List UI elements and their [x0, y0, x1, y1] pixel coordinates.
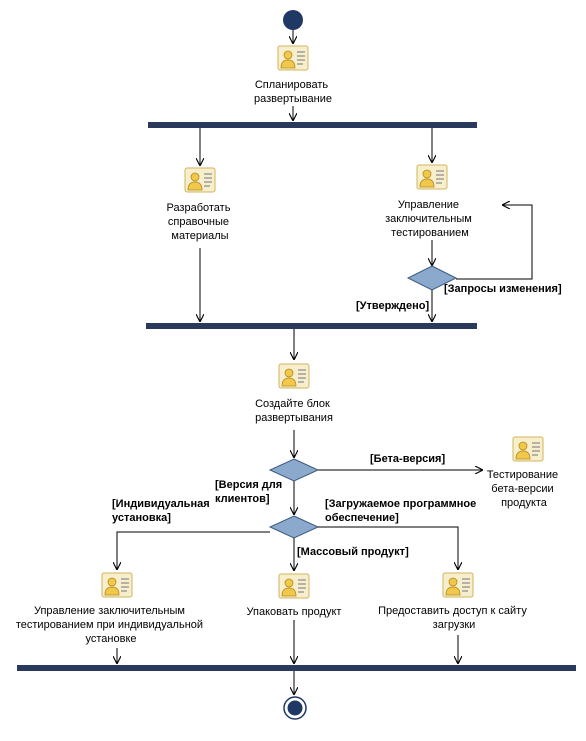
- user-task-icon: [512, 436, 544, 462]
- user-task-icon: [277, 45, 309, 71]
- user-task-icon: [416, 164, 448, 190]
- final-node-core: [287, 700, 303, 716]
- user-task-icon: [278, 573, 310, 599]
- guard-client-version: [Версия для клиентов]: [215, 479, 285, 505]
- join-bar-1: [146, 323, 477, 329]
- fork-bar-1: [148, 122, 477, 128]
- guard-mass-product: [Массовый продукт]: [297, 546, 409, 558]
- action-create-block-label: Создайте блок развертывания: [255, 398, 333, 424]
- decision-distribution: [268, 515, 320, 539]
- user-task-icon: [184, 167, 216, 193]
- action-provide-download[interactable]: Предоставить доступ к сайту загрузки: [378, 572, 530, 631]
- user-task-icon: [442, 572, 474, 598]
- action-custom-install-testing[interactable]: Управление заключительным тестированием …: [16, 572, 206, 645]
- action-download-label: Предоставить доступ к сайту загрузки: [378, 605, 530, 631]
- user-task-icon: [278, 363, 310, 389]
- action-package-product[interactable]: Упаковать продукт: [247, 573, 342, 618]
- action-docs-label: Разработать справочные материалы: [166, 202, 233, 242]
- flow-individual: [117, 531, 270, 570]
- action-beta-testing[interactable]: Тестирование бета-версии продукта: [487, 436, 561, 509]
- guard-beta: [Бета-версия]: [370, 453, 445, 465]
- action-final-testing-label: Управление заключительным тестированием: [385, 199, 475, 239]
- guard-change-requests: [Запросы изменения]: [444, 283, 562, 295]
- flow-downloadable: [318, 526, 458, 570]
- action-final-testing[interactable]: Управление заключительным тестированием: [385, 164, 475, 239]
- initial-node: [283, 10, 303, 30]
- action-package-label: Упаковать продукт: [247, 606, 342, 618]
- action-plan-deployment[interactable]: Спланировать развертывание: [254, 45, 332, 105]
- guard-downloadable: [Загружаемое программное обеспечение]: [325, 498, 479, 524]
- action-custom-install-label: Управление заключительным тестированием …: [16, 605, 206, 645]
- action-beta-testing-label: Тестирование бета-версии продукта: [487, 469, 561, 509]
- flow-change-requests-loop: [456, 205, 533, 280]
- guard-approved: [Утверждено]: [356, 300, 429, 312]
- action-plan-label: Спланировать развертывание: [254, 79, 332, 105]
- action-create-block[interactable]: Создайте блок развертывания: [255, 363, 333, 424]
- join-bar-2: [17, 665, 576, 671]
- user-task-icon: [101, 572, 133, 598]
- decision-version: [268, 458, 320, 482]
- action-develop-docs[interactable]: Разработать справочные материалы: [166, 167, 233, 242]
- guard-individual: [Индивидуальная установка]: [112, 498, 213, 524]
